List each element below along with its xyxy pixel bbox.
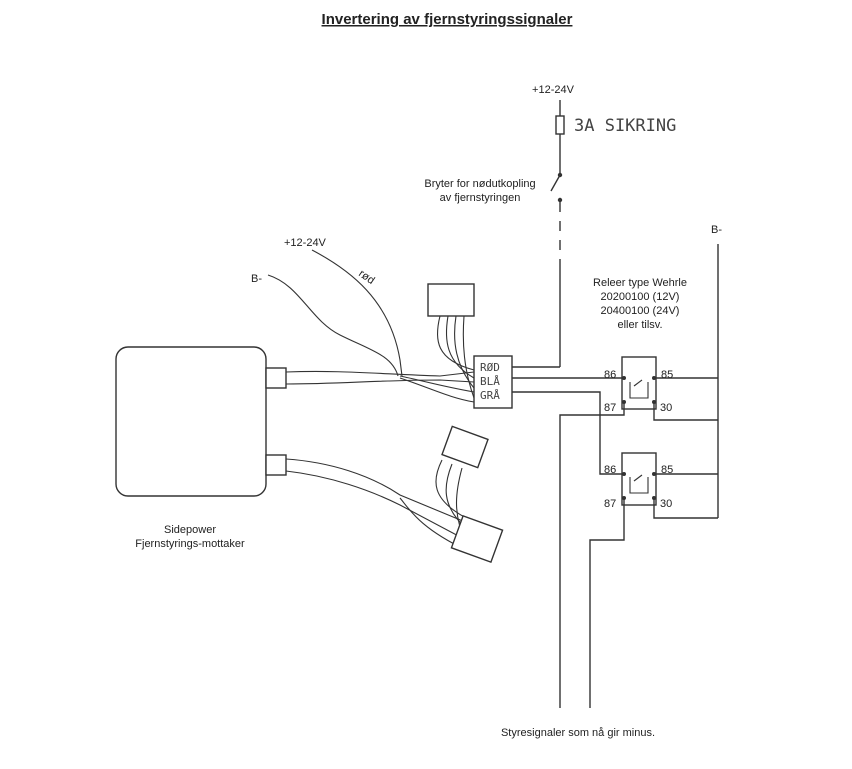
receiver-connector-upper <box>265 367 287 389</box>
supply-top-label: +12-24V <box>532 84 575 96</box>
upper-cable-harness: RØD BLÅ GRÅ <box>285 283 513 409</box>
relay-info-line4: eller tilsv. <box>617 319 662 331</box>
relay-info-line2: 20200100 (12V) <box>601 291 680 303</box>
relay-info-line1: Releer type Wehrle <box>593 277 687 289</box>
relay-1: 86 85 87 30 <box>604 356 673 414</box>
receiver-box <box>115 346 267 497</box>
relay-1-contact <box>629 382 649 399</box>
receiver-label-line2: Fjernstyrings-mottaker <box>135 538 245 550</box>
upper-plug-connector <box>427 283 475 317</box>
relay-1-switch <box>633 379 643 387</box>
switch-label-line1: Bryter for nødutkopling <box>424 178 535 190</box>
upper-cable-line-3 <box>399 375 475 393</box>
colour-connector <box>473 355 513 409</box>
supply-left-label: +12-24V <box>284 237 327 249</box>
lower-plug-connector-1 <box>441 425 489 469</box>
relay-2-30-wire <box>653 498 718 519</box>
relay-1-30-wire <box>653 402 718 421</box>
upper-cable-line-2 <box>285 379 475 385</box>
lower-branch-1 <box>435 459 471 521</box>
diagram-title: Invertering av fjernstyringssignaler <box>322 11 573 28</box>
red-wire <box>311 249 403 377</box>
relay-1-body <box>621 356 657 410</box>
receiver-connector-lower <box>265 454 287 476</box>
ground-left-label: B- <box>251 273 262 285</box>
ground-right-label: B- <box>711 224 722 236</box>
relay-2-contact <box>629 477 649 494</box>
upper-cable-line-1 <box>285 370 475 377</box>
switch-label-line2: av fjernstyringen <box>440 192 521 204</box>
relay-2-body <box>621 452 657 506</box>
relay-2-pin-85-label: 85 <box>661 464 673 476</box>
receiver-label-line1: Sidepower <box>164 524 216 536</box>
upper-branch-1 <box>436 315 475 371</box>
upper-cable-line-4 <box>399 377 475 403</box>
relay-2-pin-86-label: 86 <box>604 464 616 476</box>
relay-2-switch <box>633 474 643 482</box>
connector-label-red: RØD <box>480 361 500 374</box>
switch-contact-bottom <box>557 197 563 203</box>
fuse-label: 3A SIKRING <box>574 116 676 136</box>
relay-1-pin-86-label: 86 <box>604 369 616 381</box>
lower-cable-harness <box>285 425 504 564</box>
lower-cable-line-1 <box>285 458 471 525</box>
relay-2-pin-30-label: 30 <box>660 498 672 510</box>
ground-wire <box>267 274 399 377</box>
relay-info-line3: 20400100 (24V) <box>601 305 680 317</box>
red-wire-label: rød <box>356 268 376 287</box>
grey-to-relay-2-wire <box>512 391 624 475</box>
relay-1-87-output <box>559 402 625 708</box>
lower-cable-line-2 <box>285 470 467 541</box>
relay-1-pin-87-label: 87 <box>604 402 616 414</box>
relay-2: 86 85 87 30 <box>604 452 673 510</box>
relay-1-pin-30-label: 30 <box>660 402 672 414</box>
fuse-symbol <box>555 115 565 135</box>
relay-1-pin-85-label: 85 <box>661 369 673 381</box>
bottom-note: Styresignaler som nå gir minus. <box>501 727 655 739</box>
connector-label-grey: GRÅ <box>480 389 500 402</box>
lower-plug-connector-2 <box>450 514 504 564</box>
relay-2-87-output <box>589 498 625 708</box>
switch-lever <box>550 174 561 192</box>
upper-branch-4 <box>462 315 475 399</box>
connector-label-blue: BLÅ <box>480 375 500 388</box>
relay-2-pin-87-label: 87 <box>604 498 616 510</box>
relay-wiring <box>512 377 718 708</box>
